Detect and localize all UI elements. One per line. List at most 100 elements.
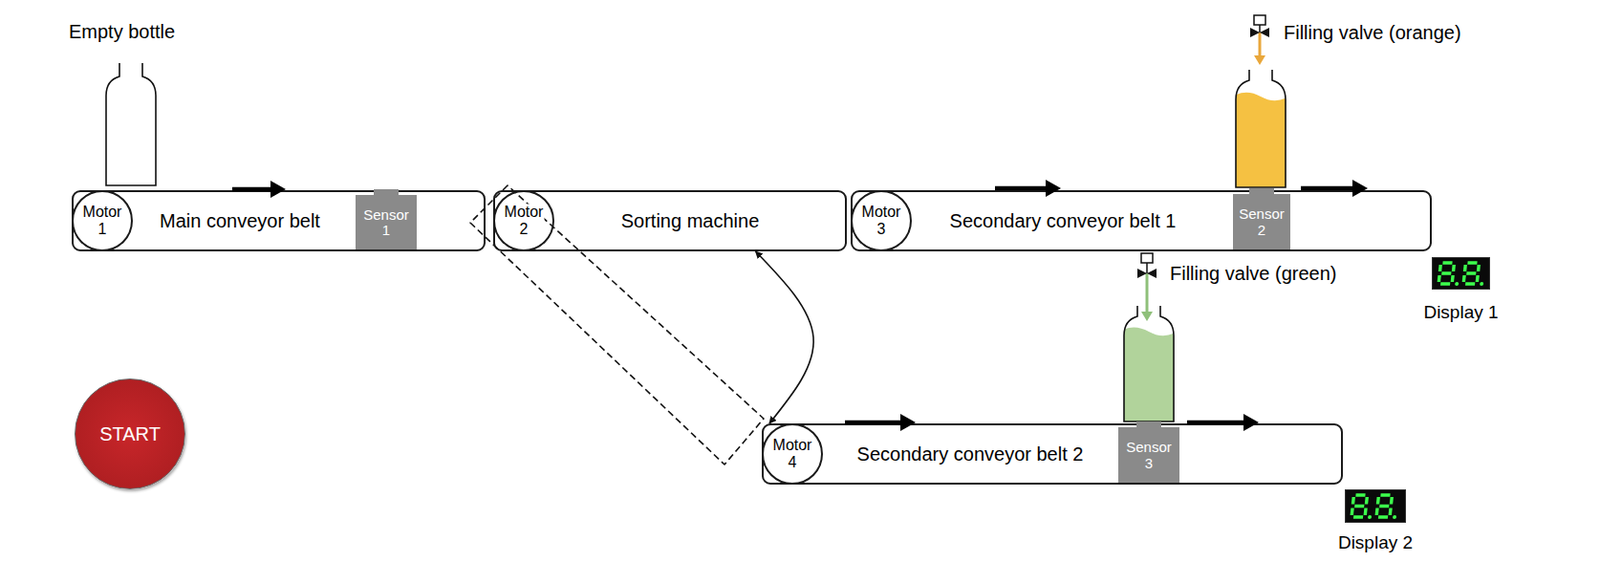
segment xyxy=(1375,508,1380,517)
node-label: Sensor 2 xyxy=(1238,206,1285,238)
belt-label: Secondary conveyor belt 2 xyxy=(857,443,1084,465)
sorting-machine: Motor 2 Sorting machine xyxy=(493,190,847,252)
motor-circle: Motor 1 xyxy=(71,190,133,252)
segment xyxy=(1378,515,1388,519)
flow-arrow xyxy=(994,186,1052,192)
display-label: Display 2 xyxy=(1338,533,1413,554)
node-label: Sensor 3 xyxy=(1125,439,1172,472)
segment xyxy=(1437,275,1442,282)
sensor-box: Sensor 3 xyxy=(1118,427,1180,483)
orange-bottle xyxy=(1235,69,1286,188)
empty-bottle xyxy=(106,63,156,186)
belt-label: Main conveyor belt xyxy=(159,210,321,232)
part-label: Filling valve (orange) xyxy=(1283,21,1462,44)
decimal-point xyxy=(1392,515,1397,519)
segment xyxy=(1380,493,1390,497)
segment xyxy=(1465,281,1475,285)
segment xyxy=(1476,264,1481,272)
segment xyxy=(1364,497,1369,505)
segment xyxy=(1376,497,1381,505)
belt-label: Sorting machine xyxy=(621,210,760,232)
segment xyxy=(1475,275,1480,282)
segment xyxy=(1379,504,1389,508)
segment xyxy=(1441,271,1451,275)
node-label: Motor 2 xyxy=(503,203,545,238)
segment xyxy=(1388,508,1393,517)
orange-liquid xyxy=(1231,92,1291,192)
part-label: Empty bottle xyxy=(68,21,175,44)
segment xyxy=(1467,260,1477,264)
orange-flow-arrow xyxy=(1254,55,1266,65)
segment xyxy=(1353,515,1363,519)
flow-arrow xyxy=(232,187,277,193)
segment xyxy=(1450,275,1455,282)
segment xyxy=(1462,275,1467,282)
motor-circle: Motor 2 xyxy=(493,190,555,252)
green-pipe xyxy=(1145,273,1149,314)
segment xyxy=(1442,260,1452,264)
rotation-arrow xyxy=(756,251,815,424)
decimal-point xyxy=(1479,281,1484,286)
valve-actuator xyxy=(1254,15,1266,25)
segment-display: Display 1 xyxy=(1431,257,1491,290)
sorting-swing-outline xyxy=(470,185,764,465)
segment xyxy=(1466,271,1476,275)
green-flow-arrow xyxy=(1141,311,1153,322)
node-label: Motor 4 xyxy=(772,436,814,471)
segment xyxy=(1438,264,1443,272)
flow-arrowhead xyxy=(1352,179,1368,197)
node-label: Motor 3 xyxy=(861,203,903,238)
sensor-tab xyxy=(1136,421,1162,428)
flow-arrowhead xyxy=(270,180,286,198)
flow-arrow xyxy=(1300,186,1359,192)
segment xyxy=(1363,508,1368,517)
start-button: START xyxy=(74,378,186,490)
segment xyxy=(1389,497,1394,505)
sensor-box: Sensor 1 xyxy=(355,194,417,250)
conveyor-belt: Motor 4 Sensor 3 Secondary conveyor belt 2 xyxy=(761,423,1343,485)
node-label: START xyxy=(99,423,161,445)
valve-stem xyxy=(1145,262,1148,274)
flow-arrowhead xyxy=(1243,413,1259,432)
display-label: Display 1 xyxy=(1423,302,1498,324)
segment xyxy=(1354,504,1364,508)
sensor-box: Sensor 2 xyxy=(1232,194,1291,250)
segment xyxy=(1351,497,1356,505)
flow-arrow xyxy=(1187,420,1250,426)
belt-label: Secondary conveyor belt 1 xyxy=(950,210,1177,232)
motor-circle: Motor 3 xyxy=(850,190,912,252)
sensor-tab xyxy=(373,189,399,195)
segment xyxy=(1350,508,1355,517)
part-label: Filling valve (green) xyxy=(1169,262,1338,285)
green-liquid xyxy=(1119,327,1179,427)
motor-circle: Motor 4 xyxy=(761,423,823,485)
segment xyxy=(1451,264,1456,272)
seven-segment-digits xyxy=(1432,258,1490,289)
valve-stem xyxy=(1258,24,1261,33)
green-valve-symbol xyxy=(1137,268,1157,279)
flow-arrowhead xyxy=(900,413,916,432)
green-bottle xyxy=(1124,305,1174,422)
seven-segment-digits xyxy=(1345,490,1406,522)
conveyor-belt: Motor 1 Sensor 1 Main conveyor belt xyxy=(71,190,486,252)
decimal-point xyxy=(1454,281,1459,286)
segment xyxy=(1440,281,1450,285)
segment xyxy=(1355,493,1365,497)
orange-valve-symbol xyxy=(1250,27,1270,38)
node-label: Motor 1 xyxy=(82,203,124,238)
segment-display: Display 2 xyxy=(1344,489,1406,523)
flow-arrow xyxy=(844,420,907,426)
node-label: Sensor 1 xyxy=(363,206,410,238)
segment xyxy=(1463,264,1468,272)
decimal-point xyxy=(1367,515,1372,519)
valve-actuator xyxy=(1141,253,1153,263)
orange-pipe xyxy=(1258,32,1262,58)
sensor-tab xyxy=(1249,188,1275,195)
conveyor-belt: Motor 3 Sensor 2 Secondary conveyor belt 1 xyxy=(850,190,1432,252)
